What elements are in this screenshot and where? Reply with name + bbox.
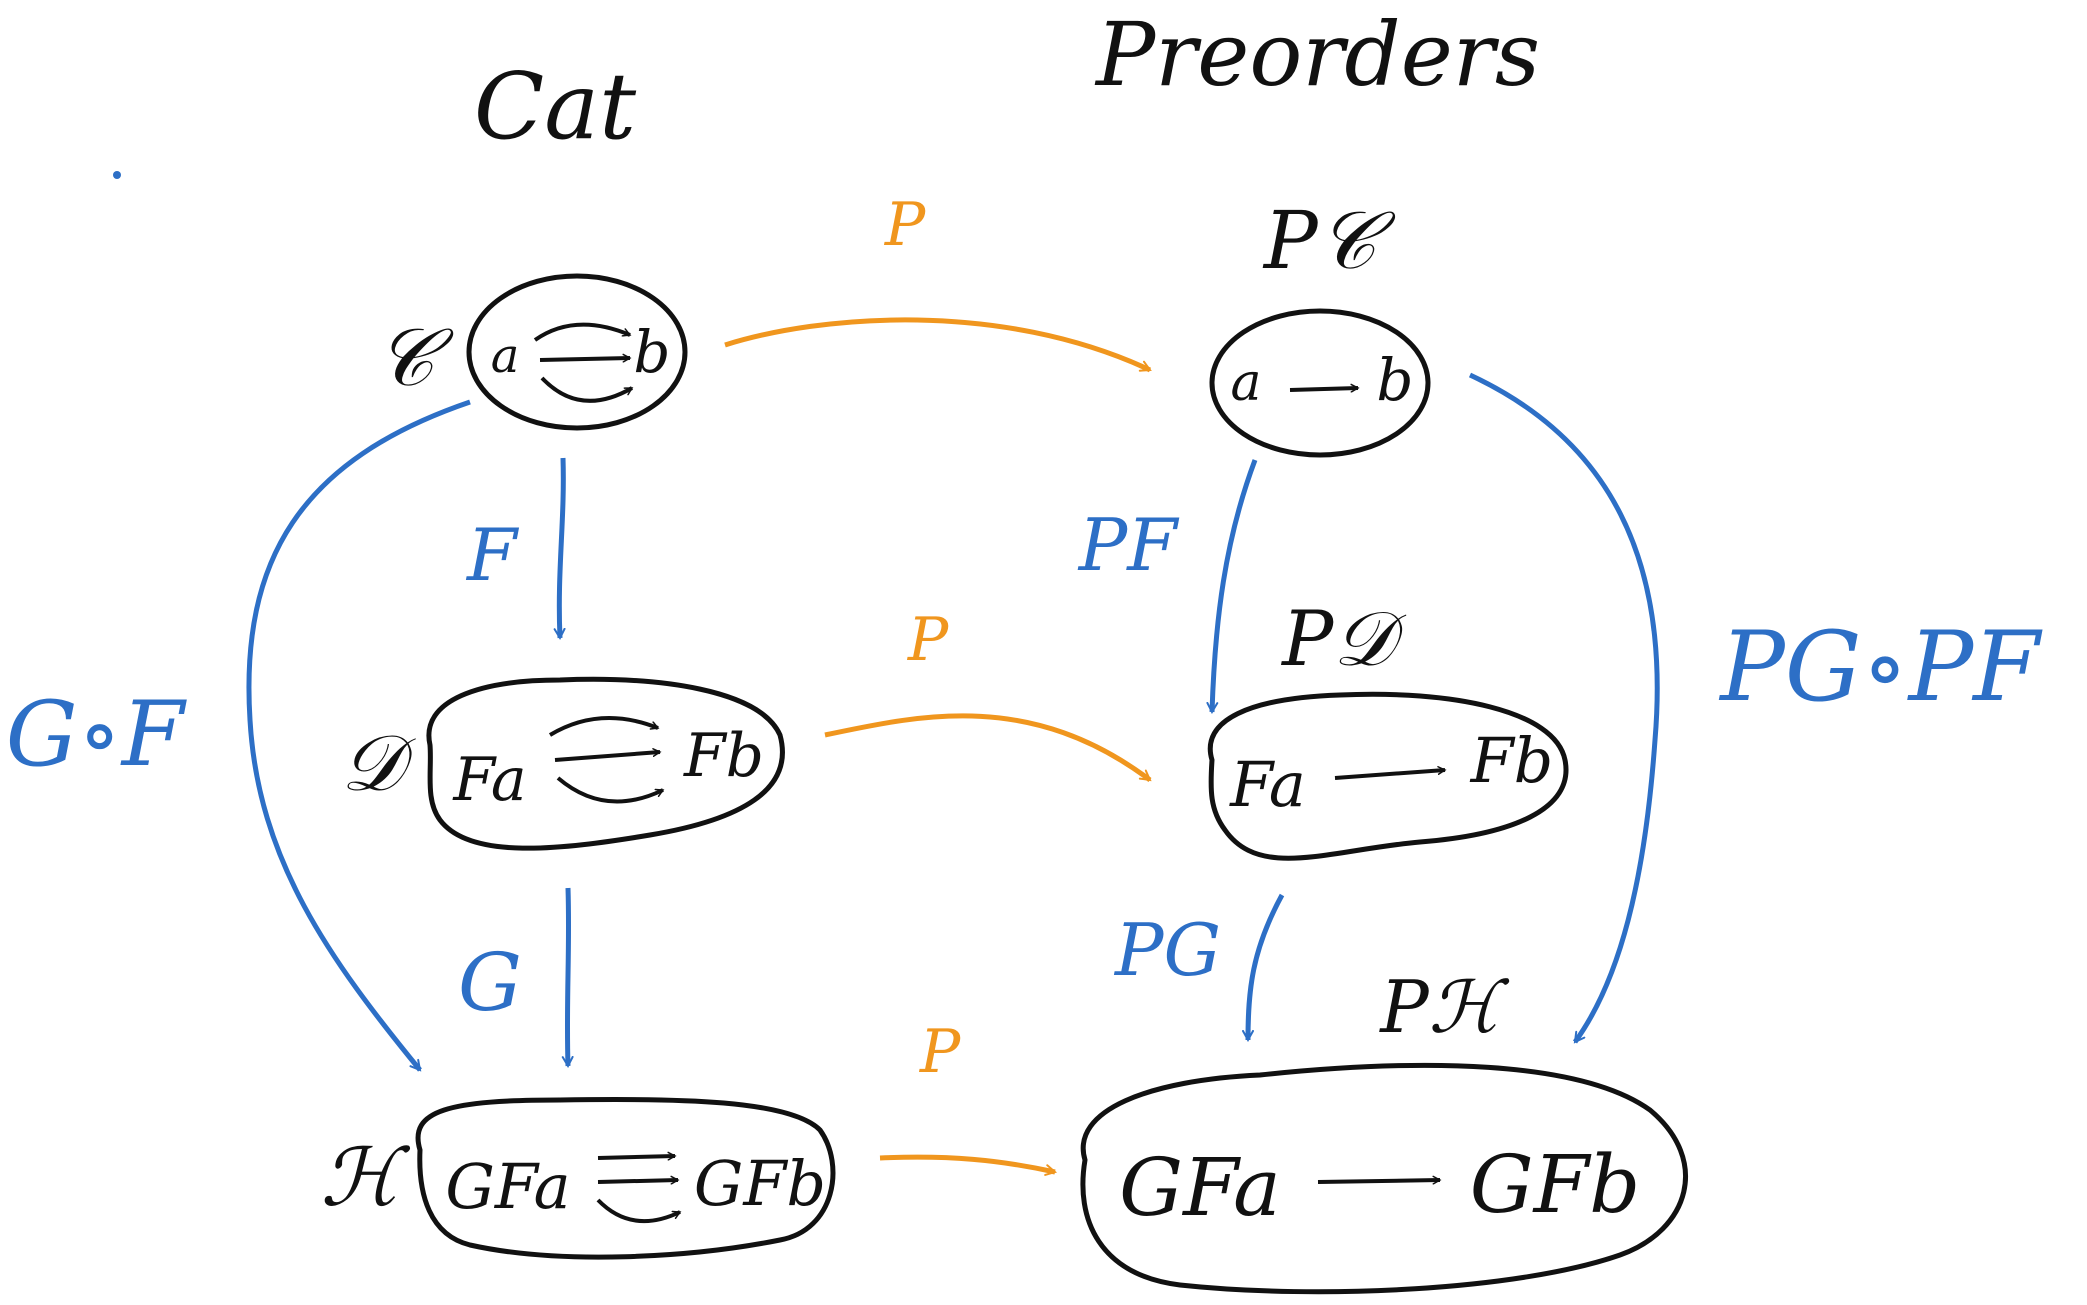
category-d-morphism-1 — [548, 716, 658, 737]
arrow-p-top-label: P — [884, 190, 927, 260]
preorder-pd-morphism — [1334, 770, 1445, 780]
preorder-pc: P𝒞 a b — [1209, 194, 1431, 458]
category-h-morphism-1 — [597, 1156, 675, 1158]
arrow-g — [567, 887, 568, 1066]
arrow-f — [559, 457, 566, 638]
category-c-object-b: b — [633, 318, 670, 386]
category-c-morphism-3 — [540, 376, 632, 403]
category-c-object-a: a — [491, 328, 520, 384]
category-h-object-gfb: GFb — [694, 1147, 826, 1220]
preorder-pd-name: P𝒟 — [1280, 594, 1406, 683]
category-d-morphism-3 — [556, 776, 663, 804]
preorder-ph-morphism — [1317, 1180, 1440, 1182]
category-c-morphism-1 — [533, 322, 630, 342]
header-preorders: Preorders — [1094, 3, 1540, 106]
category-h-morphism-2 — [597, 1180, 678, 1182]
arrow-p-mid — [824, 713, 1150, 783]
preorder-pc-name: P𝒞 — [1262, 194, 1396, 287]
preorder-ph-object-gfb: GFb — [1470, 1138, 1641, 1231]
arrow-p-top — [724, 317, 1150, 373]
category-h-object-gfa: GFa — [445, 1150, 570, 1223]
preorder-pd: P𝒟 Fa Fb — [1207, 594, 1569, 861]
preorder-pd-blob — [1207, 691, 1569, 861]
category-d-blob — [426, 676, 785, 851]
arrow-pg — [1248, 893, 1285, 1040]
arrow-pgopf-label: PG∘PF — [1718, 611, 2043, 723]
arrow-f-label: F — [465, 513, 520, 597]
preorder-ph-object-gfa: GFa — [1119, 1141, 1281, 1234]
preorder-ph-name: Pℋ — [1378, 965, 1509, 1049]
category-h-blob — [415, 1096, 836, 1260]
category-c-morphism-2 — [539, 358, 630, 360]
arrow-pf-label: PF — [1077, 503, 1180, 587]
preorder-pc-morphism — [1289, 388, 1358, 390]
arrow-g-label: G — [458, 936, 522, 1029]
preorder-pd-object-fa: Fa — [1229, 748, 1306, 821]
arrow-p-mid-label: P — [907, 605, 950, 675]
preorder-pc-blob — [1209, 308, 1431, 458]
preorder-pc-object-b: b — [1376, 346, 1413, 414]
category-d: 𝒟 Fa Fb — [341, 676, 785, 851]
arrow-gof-label: G∘F — [6, 682, 188, 787]
category-h-name: ℋ — [320, 1131, 410, 1224]
category-c-name: 𝒞 — [376, 311, 454, 404]
arrow-pg-label: PG — [1113, 908, 1221, 992]
preorder-pc-object-a: a — [1230, 353, 1261, 413]
category-h-morphism-3 — [596, 1198, 680, 1224]
category-d-morphism-2 — [554, 752, 660, 762]
preorder-ph: Pℋ GFa GFb — [1080, 965, 1688, 1295]
preorder-pd-object-fb: Fb — [1470, 724, 1554, 797]
category-d-object-fb: Fb — [683, 721, 764, 791]
arrow-pgopf — [1468, 372, 1660, 1042]
category-c: 𝒞 a b — [376, 273, 688, 431]
stray-dot — [113, 171, 121, 179]
category-h: ℋ GFa GFb — [320, 1096, 836, 1260]
arrow-gof — [246, 399, 471, 1070]
arrow-p-bot — [879, 1154, 1055, 1172]
arrow-p-bot-label: P — [919, 1017, 962, 1087]
preorder-ph-blob — [1080, 1062, 1688, 1295]
category-d-object-fa: Fa — [452, 745, 526, 815]
category-c-blob — [466, 273, 688, 431]
category-d-name: 𝒟 — [341, 719, 416, 809]
arrow-pf — [1212, 459, 1258, 712]
header-cat: Cat — [474, 53, 637, 160]
